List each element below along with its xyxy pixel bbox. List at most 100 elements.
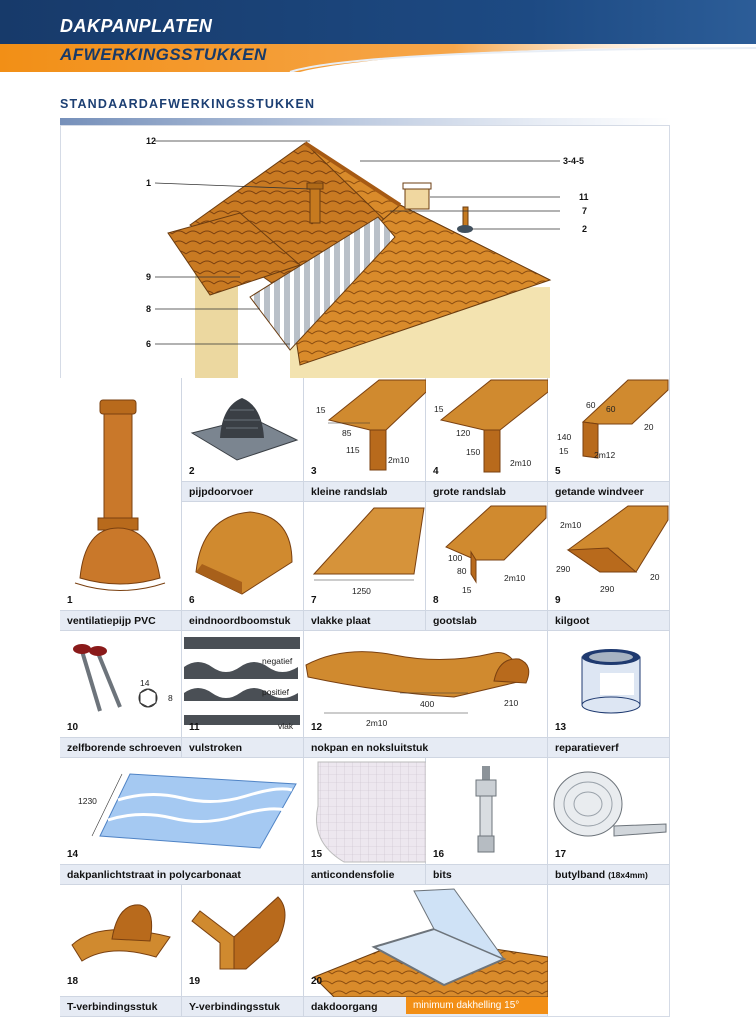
item-caption-3: kleine randslab: [304, 482, 426, 502]
page-header: DAKPANPLATEN AFWERKINGSSTUKKEN: [0, 0, 756, 72]
y-connector-image: [191, 896, 286, 970]
item-cell-7: 1250 7: [304, 502, 426, 611]
ventilation-pipe-image: [74, 399, 166, 591]
dim-label: 290: [556, 564, 570, 574]
polycarbonate-skylight-strip-image: 1230: [78, 773, 297, 849]
ridge-tile-image: 400 210 2m10: [305, 651, 530, 728]
callout-6: 6: [146, 339, 151, 349]
item-number: 17: [555, 849, 567, 860]
dim-label: 140: [557, 432, 571, 442]
filler-strips-image: negatief positief vlak: [184, 637, 300, 731]
callout-11: 11: [579, 192, 589, 202]
item-cell-18: 18: [60, 885, 182, 997]
item-number: 15: [311, 849, 323, 860]
item-cell-3: 15 85 115 2m10 3: [304, 378, 426, 482]
item-cell-12: 400 210 2m10 12: [304, 631, 548, 738]
anticondensation-foil-image: [316, 761, 426, 863]
dim-label: positief: [262, 687, 290, 697]
item-number: 13: [555, 722, 567, 733]
dim-label: 290: [600, 584, 614, 594]
dim-label: 20: [644, 422, 654, 432]
ridge-end-cap-image: [195, 511, 293, 595]
dim-label: 2m10: [388, 455, 410, 465]
dim-label: 1230: [78, 796, 97, 806]
item-cell-15: 15: [304, 758, 426, 865]
dim-label: 1250: [352, 586, 371, 596]
item-caption-5: getande windveer: [548, 482, 670, 502]
item-cell-4: 15 120 150 2m10 4: [426, 378, 548, 482]
dim-label: 15: [559, 446, 569, 456]
callout-9: 9: [146, 272, 151, 282]
item-number: 2: [189, 466, 195, 477]
valley-gutter-image: 2m10 290 290 20: [556, 505, 669, 594]
dim-label: 2m10: [560, 520, 582, 530]
item-number: 10: [67, 722, 79, 733]
item-caption-13: reparatieverf: [548, 738, 670, 758]
item-caption-11: vulstroken: [182, 738, 304, 758]
item-number: 20: [311, 976, 323, 987]
item-caption-10: zelfborende schroeven: [60, 738, 182, 758]
butyl-tape-roll-image: [553, 771, 667, 837]
item-caption-6: eindnoordboomstuk: [182, 611, 304, 631]
minimum-pitch-note: minimum dakhelling 15°: [406, 997, 548, 1014]
callout-12: 12: [146, 136, 156, 146]
dim-label: 85: [342, 428, 352, 438]
caption-suffix: (18x4mm): [608, 870, 648, 880]
item-caption-4: grote randslab: [426, 482, 548, 502]
header-title: DAKPANPLATEN: [60, 16, 213, 36]
header-banner-graphic: [0, 0, 756, 72]
item-cell-6: 6: [182, 502, 304, 611]
section-underline: [60, 118, 670, 125]
item-cell-13: 13: [548, 631, 670, 738]
item-caption-14: dakpanlichtstraat in polycarbonaat: [60, 865, 304, 885]
item-caption-2: pijpdoorvoer: [182, 482, 304, 502]
dim-label: 8: [168, 693, 173, 703]
dim-label: 20: [650, 572, 660, 582]
callout-1: 1: [146, 178, 151, 188]
item-number: 4: [433, 466, 439, 477]
item-cell-9: 2m10 290 290 20 9: [548, 502, 670, 611]
dim-label: 115: [346, 445, 360, 455]
item-number: 12: [311, 722, 323, 733]
item-caption-9: kilgoot: [548, 611, 670, 631]
dim-label: negatief: [262, 656, 293, 666]
item-cell-20: 20: [304, 885, 548, 997]
item-caption-16: bits: [426, 865, 548, 885]
roof-overview-illustration: 12 1 9 8 6 3-4-5 11 7 2: [60, 125, 670, 378]
dim-label: 120: [456, 428, 470, 438]
dim-label: 2m12: [594, 450, 616, 460]
dim-label: 14: [140, 678, 150, 688]
item-cell-16: 16: [426, 758, 548, 865]
item-number: 7: [311, 595, 317, 606]
toothed-barge-board-image: 60 60 20 140 15 2m12: [557, 379, 669, 460]
pipe-flashing-image: [190, 398, 299, 461]
small-edge-strip-image: 15 85 115 2m10: [316, 379, 426, 471]
dim-label: 60: [606, 404, 616, 414]
callout-7: 7: [582, 206, 587, 216]
item-cell-19: 19: [182, 885, 304, 997]
item-cell-8: 100 80 15 2m10 8: [426, 502, 548, 611]
item-number: 9: [555, 595, 561, 606]
item-cell-5: 60 60 20 140 15 2m12 5: [548, 378, 670, 482]
item-caption-17: butylband (18x4mm): [548, 865, 670, 885]
dim-label: 15: [434, 404, 444, 414]
dim-label: 80: [457, 566, 467, 576]
section-title: STANDAARDAFWERKINGSSTUKKEN: [60, 97, 316, 111]
item-number: 16: [433, 849, 445, 860]
roof-passage-hatch-image: [313, 888, 548, 997]
item-number: 14: [67, 849, 79, 860]
item-number: 19: [189, 976, 201, 987]
item-caption-15: anticondensfolie: [304, 865, 426, 885]
item-number: 1: [67, 595, 73, 606]
roof-drawing: 12 1 9 8 6 3-4-5 11 7 2: [146, 136, 589, 378]
dim-label: 100: [448, 553, 462, 563]
item-cell-14: 1230 14: [60, 758, 304, 865]
flat-sheet-image: 1250: [312, 507, 425, 596]
drill-bit-image: [475, 766, 497, 853]
item-cell-1: 1: [60, 378, 182, 611]
dim-label: 60: [586, 400, 596, 410]
dim-label: vlak: [278, 721, 294, 731]
item-number: 11: [189, 722, 200, 733]
item-number: 8: [433, 595, 439, 606]
item-caption-7: vlakke plaat: [304, 611, 426, 631]
